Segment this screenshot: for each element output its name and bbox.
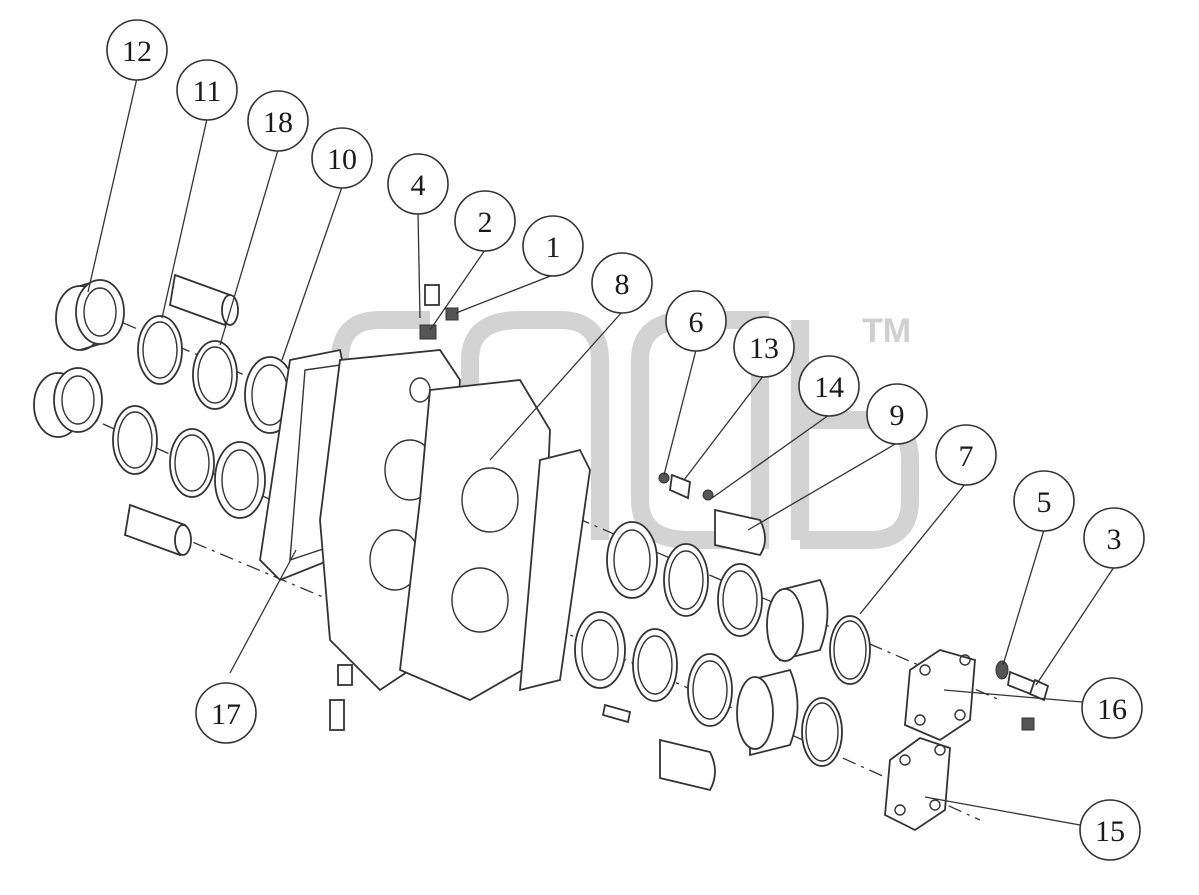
callout-6: 6 [665,290,727,352]
bleed-bolt-4 [419,284,440,340]
trademark-mark: TM [862,312,911,350]
backing-plate [518,448,591,692]
o-ring-7-lower [801,697,843,767]
callout-10: 10 [311,127,373,189]
callout-label: 16 [1097,693,1127,726]
piston-seal-upper-a [606,521,658,599]
callout-2: 2 [454,190,516,252]
o-ring-7-upper [829,615,871,685]
callout-label: 9 [890,399,905,432]
callout-label: 5 [1037,486,1052,519]
callout-9: 9 [866,383,928,445]
callout-18: 18 [247,90,309,152]
callout-3: 3 [1083,507,1145,569]
dust-seal-10-lower [214,441,266,519]
callout-label: 1 [546,231,561,264]
seal-ring-11-lower [112,405,158,475]
callout-label: 8 [615,268,630,301]
callout-1: 1 [522,215,584,277]
seal-ring-18-lower [169,428,215,498]
piston-seal-lower-a [574,611,626,689]
callout-label: 6 [689,306,704,339]
seal-ring-11-upper [137,315,183,385]
callout-7: 7 [935,424,997,486]
end-cover-15 [884,736,951,832]
callout-13: 13 [733,316,795,378]
callout-label: 7 [959,440,974,473]
lower-small-pin [601,703,716,792]
guide-pin-lower [123,503,192,557]
piston-seal-upper-c [717,563,763,637]
callout-label: 3 [1107,523,1122,556]
callout-5: 5 [1013,470,1075,532]
small-plug [1021,717,1035,731]
callout-4: 4 [387,153,449,215]
adjuster-6 [658,472,691,500]
piston-seal-lower-b [632,628,678,702]
callout-label: 14 [814,371,844,404]
callout-17: 17 [195,682,257,744]
callout-label: 10 [327,143,357,176]
caliper-body-inner [399,379,551,702]
callout-11: 11 [176,59,238,121]
callout-16: 16 [1081,677,1143,739]
nut-1 [445,307,459,321]
callout-12: 12 [106,19,168,81]
piston-lower [736,668,799,757]
callout-label: 2 [478,206,493,239]
callout-label: 17 [211,698,241,731]
callout-label: 13 [749,332,779,365]
callout-8: 8 [591,252,653,314]
piston-seal-upper-b [663,543,709,617]
leader-lines [87,77,1115,826]
seal-ring-18-upper [192,340,238,410]
callout-label: 18 [263,106,293,139]
callout-label: 4 [411,169,426,202]
callout-label: 15 [1095,815,1125,848]
piston-seal-lower-c [687,653,733,727]
bolt-3 [1007,670,1050,702]
left-sleeve-upper [55,279,125,351]
piston-upper [766,578,829,662]
end-cover-16 [904,649,976,742]
adjuster-sleeve-9 [702,489,766,557]
callout-label: 11 [193,75,222,108]
left-sleeve-lower [33,367,103,438]
callout-label: 12 [122,35,152,68]
callout-15: 15 [1079,799,1141,861]
callout-14: 14 [798,355,860,417]
washer-5 [995,660,1009,680]
lower-bolt [329,664,353,731]
